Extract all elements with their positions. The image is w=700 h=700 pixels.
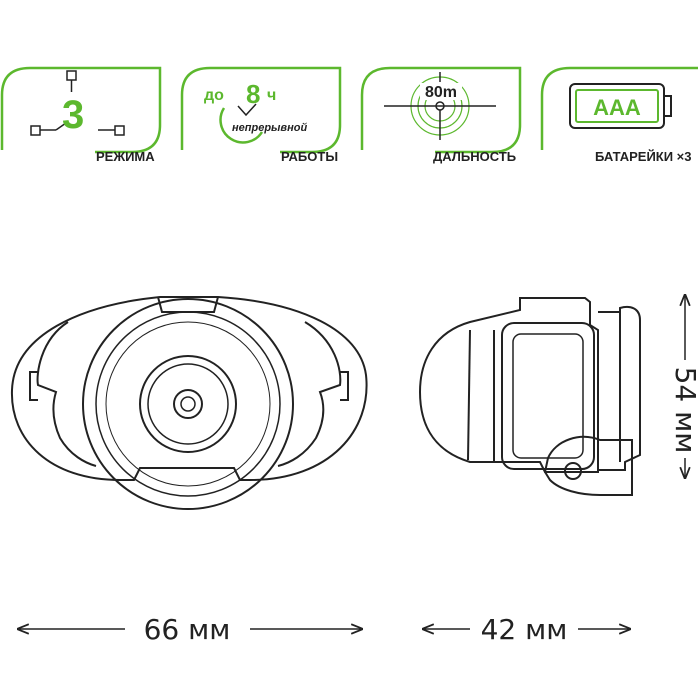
runtime-value: 8 [246, 79, 260, 109]
front-view-right-grip [277, 321, 342, 467]
badge-runtime-frame [180, 66, 342, 154]
range-label: ДАЛЬНОСТЬ [433, 149, 516, 164]
battery-type: AAA [593, 95, 641, 120]
side-view [418, 297, 641, 496]
led-housing [173, 389, 203, 419]
headband-clip [598, 305, 641, 471]
depth-label: 42 мм [481, 613, 568, 646]
battery-door-inner [512, 333, 584, 459]
dimension-width: 66 мм [18, 613, 362, 646]
front-view [10, 296, 368, 510]
modes-label: РЕЖИМА [96, 149, 155, 164]
hinge-block [543, 435, 633, 496]
badge-range-frame [360, 66, 522, 154]
runtime-unit: ч [267, 87, 276, 104]
badge-modes-frame [0, 66, 162, 154]
runtime-label: РАБОТЫ [281, 149, 338, 164]
range-value: 80m [425, 84, 457, 101]
front-view-right-tab [340, 371, 349, 401]
width-label: 66 мм [144, 613, 231, 646]
battery-door-outer [501, 322, 595, 470]
reflector-ring [139, 355, 237, 453]
front-view-left-grip [36, 321, 97, 467]
dimension-depth: 42 мм [423, 613, 630, 646]
badge-modes: 3 РЕЖИМА [0, 66, 162, 164]
height-label: 54 мм [669, 367, 700, 454]
modes-count: 3 [62, 93, 84, 137]
lens-ring-3 [105, 321, 271, 487]
led [180, 396, 196, 412]
lens-ring-2 [95, 311, 281, 497]
side-view-lens-edge [467, 329, 471, 461]
crosshair-icon [384, 72, 496, 140]
runtime-subtitle: непрерывной [232, 122, 307, 134]
lens-ring-outer [82, 298, 294, 510]
battery-icon [569, 83, 672, 129]
mode-switch-icon [30, 70, 125, 136]
badge-battery: AAA БАТАРЕЙКИ ×3 [540, 66, 698, 164]
front-view-outer-body [10, 296, 368, 481]
dimension-height: 54 мм [669, 295, 700, 478]
side-view-body [418, 297, 599, 473]
battery-label: БАТАРЕЙКИ ×3 [595, 149, 692, 164]
reflector-inner [147, 363, 229, 445]
badge-range: 80m ДАЛЬНОСТЬ [360, 66, 522, 164]
badge-battery-frame [540, 66, 698, 150]
front-view-left-tab [29, 371, 38, 401]
hinge-pin [564, 462, 582, 480]
badge-runtime: до 8 ч непрерывной РАБОТЫ [180, 66, 342, 164]
clock-icon [219, 103, 264, 144]
runtime-prefix: до [204, 87, 224, 104]
